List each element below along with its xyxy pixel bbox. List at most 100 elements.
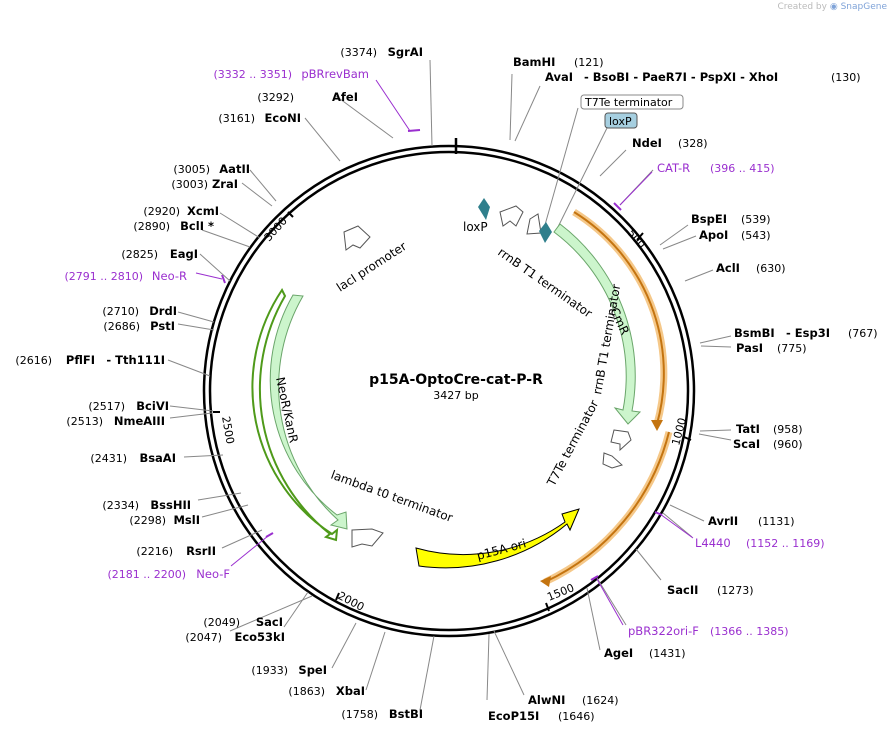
site-bsaai-name: BsaAI — [139, 451, 176, 465]
site-zrai-pos: (3003) — [171, 178, 208, 191]
site-pasi-pos: (775) — [777, 342, 807, 355]
loxp-marker-left-icon — [478, 198, 490, 220]
site-bamhi-pos: (121) — [574, 56, 604, 69]
site-econi-pos: (3161) — [218, 112, 255, 125]
site-nmeaiii-pos: (2513) — [66, 415, 103, 428]
primer-mark-catr — [613, 202, 622, 211]
rrnb-terminator-arrow-top — [499, 205, 524, 227]
site-bsmbi-pos: (767) — [848, 327, 878, 340]
neor-kanr-feature-arrow — [269, 294, 348, 530]
site-bsshii-name: BssHII — [150, 498, 191, 512]
primer-pbr322ori-range: (1366 .. 1385) — [710, 625, 789, 638]
site-bstbi-pos: (1758) — [341, 708, 378, 721]
primer-catr-range: (396 .. 415) — [710, 162, 775, 175]
site-acli-pos: (630) — [756, 262, 786, 275]
site-alwni-name: AlwNI — [528, 693, 565, 707]
site-tati-name: TatI — [736, 422, 760, 436]
site-agei-pos: (1431) — [649, 647, 686, 660]
tick-mark-500 — [636, 232, 644, 241]
p15a-ori-feature-arrow — [415, 508, 580, 569]
site-msli-name: MslI — [173, 513, 200, 527]
site-nmeaiii-name: NmeAIII — [114, 414, 165, 428]
site-bspei-name: BspEI — [691, 212, 727, 226]
site-avai-pos: (130) — [831, 71, 861, 84]
loxp-box — [604, 112, 638, 129]
site-bsshii-pos: (2334) — [102, 499, 139, 512]
site-bamhi-name: BamHI — [513, 55, 555, 69]
site-saci-name: SacI — [256, 615, 283, 629]
laci-promoter-arrow — [343, 225, 371, 251]
plasmid-title: p15A-OptoCre-cat-P-R — [369, 372, 543, 388]
leader-lines — [167, 59, 732, 711]
tick-label-3000: 3000 — [262, 215, 290, 245]
orange-arc-bottom — [544, 431, 670, 583]
primer-pbr322ori-name: pBR322ori-F — [628, 624, 699, 638]
site-tati-pos: (958) — [773, 423, 803, 436]
site-pflfi-rest: - Tth111I — [106, 353, 165, 367]
site-eco53ki-name: Eco53kI — [234, 630, 285, 644]
site-xcmi-name: XcmI — [187, 204, 219, 218]
site-aatii-pos: (3005) — [173, 163, 210, 176]
primer-pbrrevbam-range: (3332 .. 3351) — [213, 68, 292, 81]
site-psti-name: PstI — [150, 319, 175, 333]
boxed-label-loxp: loxP — [609, 115, 632, 128]
snapgene-logo-icon: ◉ — [829, 2, 838, 12]
site-ndei-name: NdeI — [632, 136, 662, 150]
site-bsmbi-rest: - Esp3I — [786, 326, 830, 340]
backbone-inner-ring — [208, 150, 690, 632]
site-eagi-pos: (2825) — [121, 248, 158, 261]
primer-l4440-name: L4440 — [695, 536, 731, 550]
site-avrii-pos: (1131) — [758, 515, 795, 528]
tick-mark-1000 — [683, 436, 692, 441]
site-ecop15i-pos: (1646) — [558, 710, 595, 723]
feature-label-lambda-t0: lambda t0 terminator — [329, 468, 455, 525]
primer-catr-name: CAT-R — [657, 161, 690, 175]
site-rsrii-pos: (2216) — [136, 545, 173, 558]
site-acli-name: AclI — [716, 261, 740, 275]
site-afei-pos: (3292) — [257, 91, 294, 104]
t7te-box — [580, 94, 684, 110]
tick-label-1500: 1500 — [545, 581, 576, 604]
orange-arc-bottom-head-icon — [540, 576, 551, 587]
primer-mark-neor — [221, 274, 226, 284]
primer-neof-range: (2181 .. 2200) — [107, 568, 186, 581]
site-bcivi-name: BciVI — [136, 399, 169, 413]
feature-label-rrnb-right: rrnB T1 terminator — [590, 283, 623, 395]
site-eagi-name: EagI — [170, 247, 198, 261]
rrnb-terminator-arrow-right — [610, 429, 632, 452]
boxed-label-t7te: T7Te terminator — [584, 96, 673, 109]
site-bstbi-name: BstBI — [389, 707, 423, 721]
primer-neof-name: Neo-F — [196, 567, 230, 581]
orange-arc-top-head-icon — [651, 420, 663, 431]
primer-pbrrevbam-name: pBRrevBam — [301, 67, 369, 81]
site-pflfi-pos: (2616) — [15, 354, 52, 367]
cmr-feature-arrow — [553, 223, 642, 425]
site-xcmi-pos: (2920) — [143, 205, 180, 218]
primer-neor-name: Neo-R — [152, 269, 187, 283]
site-avai-rest: - BsoBI - PaeR7I - PspXI - XhoI — [584, 70, 778, 84]
site-xbai-pos: (1863) — [288, 685, 325, 698]
neo-outline-arc — [251, 288, 339, 542]
site-econi-name: EcoNI — [265, 111, 301, 125]
t7te-terminator-arrow-top — [526, 213, 542, 235]
primer-l4440-range: (1152 .. 1169) — [746, 537, 825, 550]
plasmid-length: 3427 bp — [433, 389, 478, 402]
site-drdi-pos: (2710) — [102, 305, 139, 318]
site-sacii-pos: (1273) — [717, 584, 754, 597]
site-avrii-name: AvrII — [708, 514, 738, 528]
site-pasi-name: PasI — [736, 341, 763, 355]
feature-label-loxp: loxP — [463, 220, 488, 234]
site-apoi-name: ApoI — [699, 228, 728, 242]
brand-name: SnapGene — [840, 2, 887, 12]
site-bsaai-pos: (2431) — [90, 452, 127, 465]
lambda-t0-arrow — [351, 528, 384, 548]
site-pflfi-name: PflFI — [66, 353, 95, 367]
site-ecop15i-name: EcoP15I — [488, 709, 539, 723]
site-eco53ki-pos: (2047) — [185, 631, 222, 644]
site-bsmbi-name: BsmBI — [734, 326, 775, 340]
site-spei-pos: (1933) — [251, 664, 288, 677]
tick-label-1000: 1000 — [669, 416, 689, 446]
orange-arc-top — [573, 211, 665, 425]
primer-mark-pbr322ori — [590, 575, 599, 581]
